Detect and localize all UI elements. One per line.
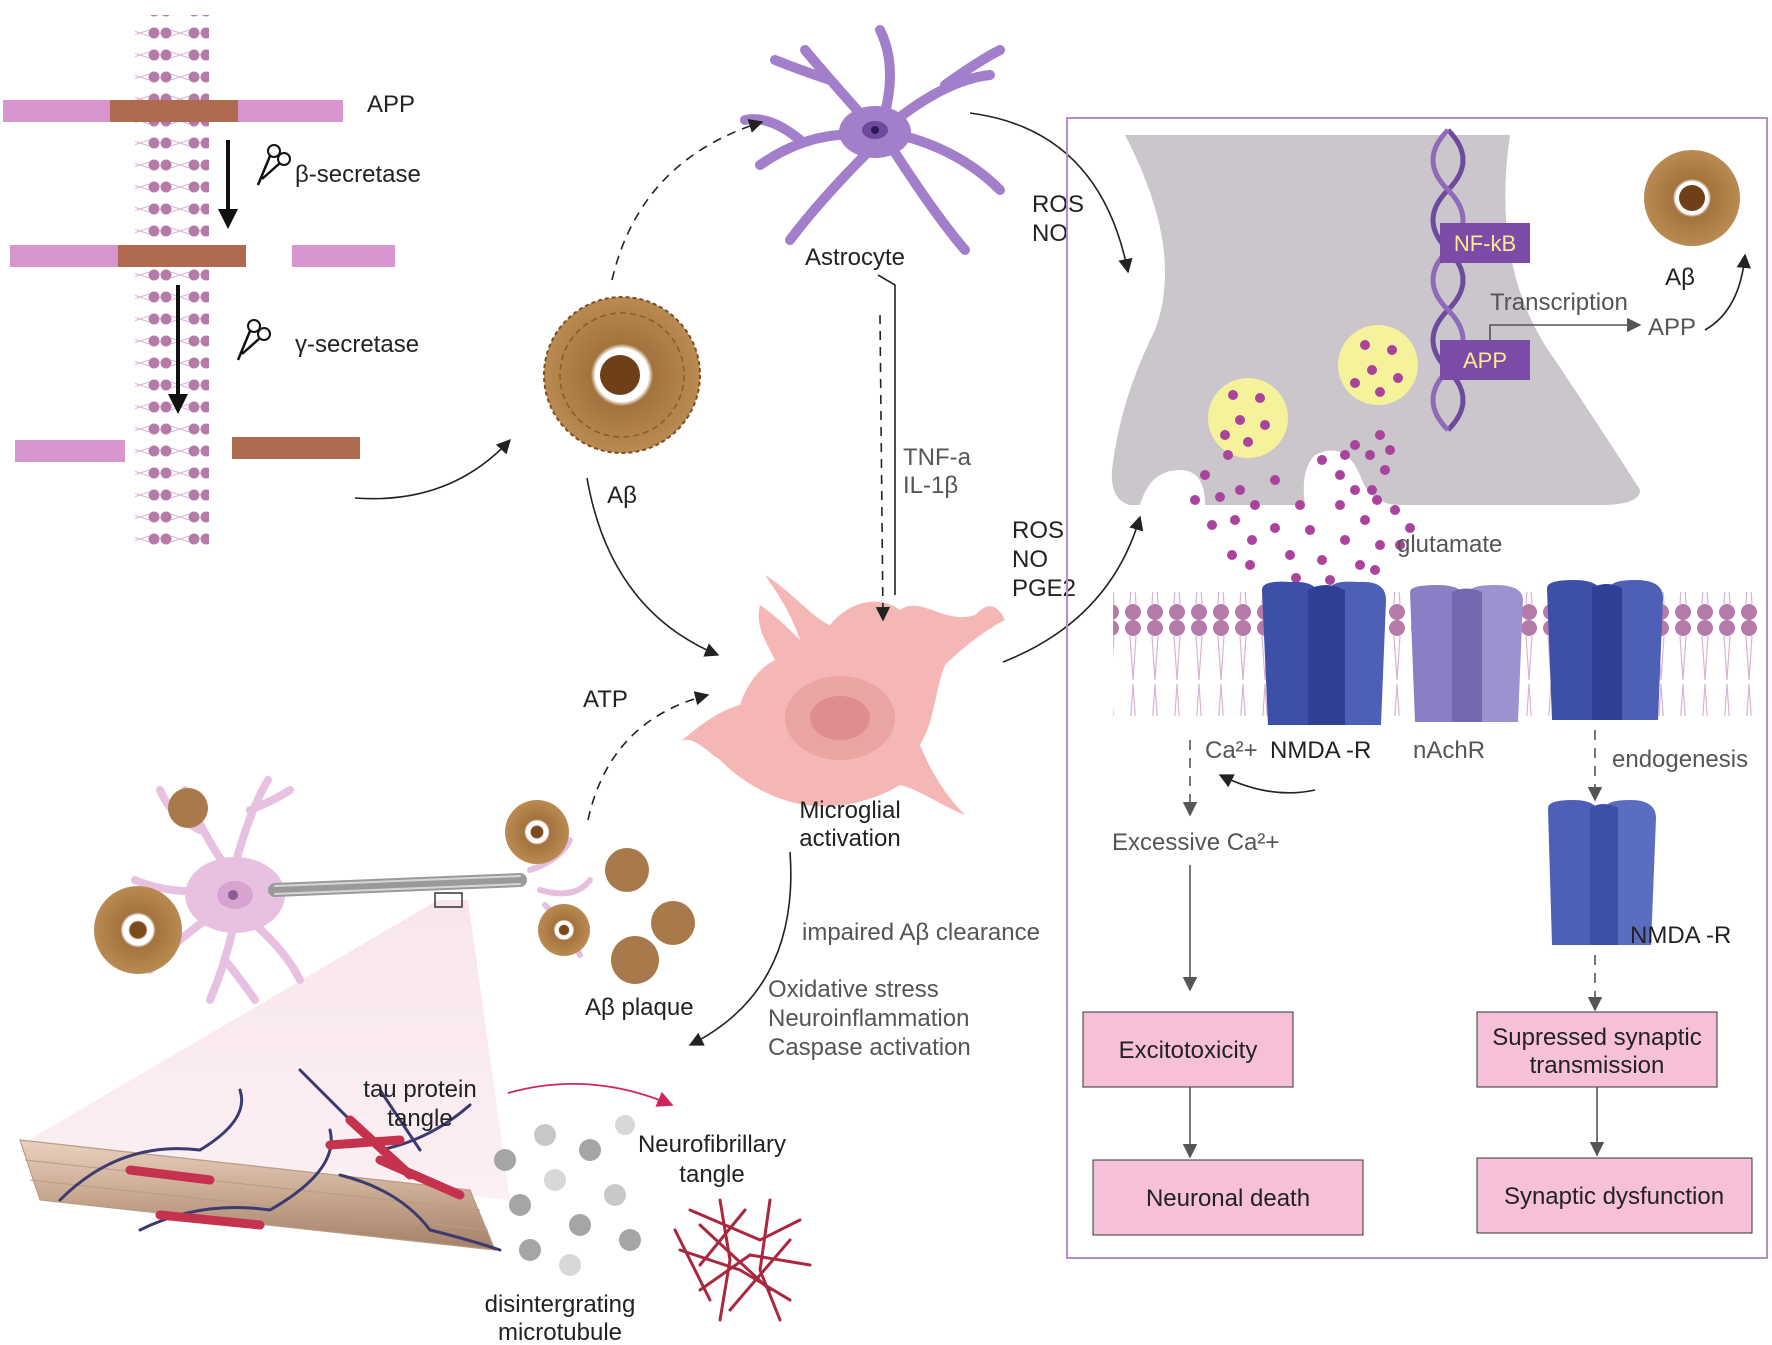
caspase-label: Caspase activation [768, 1034, 971, 1061]
scissors-icon [256, 144, 291, 186]
arrow-astrocyte-to-microglia [875, 314, 891, 622]
vesicle [1338, 325, 1418, 405]
nfkb-box [1440, 223, 1530, 263]
beta-secretase-label: β-secretase [295, 161, 421, 188]
synaptic-dysfunction-box [1476, 1157, 1753, 1234]
oxidative-stress-label: Oxidative stress [768, 976, 939, 1003]
endogenesis-label: endogenesis [1612, 746, 1748, 773]
scissors-icon [236, 319, 271, 361]
nft-mesh [673, 1198, 812, 1322]
app-bar-beta-left [10, 245, 118, 267]
app-bar-beta-mid [118, 245, 246, 267]
vertical-membrane [135, 15, 209, 545]
microglial-label-a: Microglial [799, 797, 900, 824]
glutamate-label: glutamate [1397, 531, 1502, 558]
no-label-2: NO [1012, 546, 1048, 573]
arrow-microglia-to-astrocyte [877, 274, 896, 595]
neurofibrillary-label-b: tangle [679, 1161, 744, 1188]
pge2-label: PGE2 [1012, 575, 1076, 602]
plaque-small-6 [538, 904, 590, 956]
gamma-secretase-label: γ-secretase [295, 331, 419, 358]
plaque-small-1 [168, 788, 208, 828]
ca-label: Ca²+ [1205, 737, 1258, 764]
astrocyte-label: Astrocyte [805, 244, 905, 271]
glutamate-dots [1190, 430, 1415, 597]
arrow-abeta-to-astrocyte [611, 118, 764, 281]
astrocyte-cell [740, 25, 1005, 255]
impaired-clearance-label: impaired Aβ clearance [802, 919, 1040, 946]
nfkb-label: NF-kB [1454, 231, 1516, 256]
tnf-label: TNF-a [903, 444, 972, 471]
plaque-small-7 [611, 936, 659, 984]
arrow-tau-to-nft [507, 1083, 674, 1107]
tau-tangle [58, 1068, 502, 1252]
app-bar-gamma-left [15, 440, 125, 462]
abeta-center-label: Aβ [607, 482, 637, 509]
nachr-label: nAchR [1413, 737, 1485, 764]
abeta-plaque-label: Aβ plaque [585, 994, 694, 1021]
internalized-nmda-receptor [1548, 800, 1656, 945]
app-processing: APP β-secretase γ-secretase [3, 15, 421, 545]
synapse-panel [1066, 117, 1768, 1259]
abeta-aggregate [543, 296, 701, 454]
tau-label: tau protein [363, 1076, 476, 1103]
abeta-right-aggregate [1644, 150, 1740, 246]
nachr-receptor [1410, 585, 1523, 722]
disintegrating-label-b: microtubule [498, 1319, 622, 1345]
nmda-2-label: NMDA -R [1630, 922, 1731, 949]
plaque-small-2 [94, 886, 182, 974]
suppressed-box [1476, 1011, 1718, 1088]
neuroinflammation-label: Neuroinflammation [768, 1005, 969, 1032]
neurofibrillary-label-a: Neurofibrillary [638, 1131, 786, 1158]
excessive-ca-label: Excessive Ca²+ [1112, 829, 1279, 856]
arrow-microglia-to-synapse [1002, 515, 1144, 663]
microglia-cell [680, 575, 1005, 815]
suppressed-label-a: Supressed synaptic [1492, 1024, 1701, 1051]
tubulin-dots [494, 1115, 641, 1276]
arrow-app-to-abeta [354, 438, 511, 500]
app-bar-abeta-region [110, 100, 238, 122]
synaptic-dysfunction-label: Synaptic dysfunction [1504, 1183, 1724, 1210]
nmda-receptor [1262, 581, 1386, 725]
excitotoxicity-box [1082, 1011, 1294, 1088]
arrow-abeta-to-microglia [586, 477, 720, 657]
ros-label-2: ROS [1012, 517, 1064, 544]
arrow-astrocyte-to-synapse [969, 112, 1133, 274]
excitotoxicity-label: Excitotoxicity [1119, 1037, 1258, 1064]
app-bar-gamma-abeta [232, 437, 360, 459]
app-bar-beta-right [292, 245, 395, 267]
app-right-label: APP [1648, 314, 1696, 341]
il1-label: IL-1β [903, 472, 958, 499]
plaque-small-4 [605, 848, 649, 892]
app-box-label: APP [1463, 348, 1507, 373]
plaque-small-3 [505, 800, 569, 864]
app-label: APP [367, 91, 415, 118]
nmda-label: NMDA -R [1270, 737, 1371, 764]
ros-label-1: ROS [1032, 191, 1084, 218]
disintegrating-label-a: disintergrating [485, 1291, 636, 1318]
neuronal-death-label: Neuronal death [1146, 1185, 1310, 1212]
arrow-nmda-to-ca [1218, 774, 1316, 794]
vesicle [1208, 378, 1288, 458]
zoom-fan [20, 900, 510, 1200]
microglial-label-b: activation [799, 825, 900, 852]
atp-label: ATP [583, 686, 628, 713]
suppressed-label-b: transmission [1530, 1052, 1665, 1079]
transcription-label: Transcription [1490, 289, 1628, 316]
presynaptic-terminal [1111, 135, 1640, 505]
app-box [1440, 340, 1530, 380]
abeta-right-label: Aβ [1665, 264, 1695, 291]
tangle-label: tangle [387, 1105, 452, 1132]
neuron-cell [131, 776, 593, 1004]
arrow-microglia-to-outcomes [688, 851, 792, 1046]
arrow-app-to-abeta-right [1704, 253, 1751, 331]
arrow-plaque-to-microglia [587, 691, 710, 821]
arrow-transcription [1489, 317, 1642, 340]
plaque-small-5 [651, 901, 695, 945]
neuronal-death-box [1092, 1159, 1364, 1236]
no-label-1: NO [1032, 220, 1068, 247]
nmda-receptor-right [1547, 580, 1663, 720]
